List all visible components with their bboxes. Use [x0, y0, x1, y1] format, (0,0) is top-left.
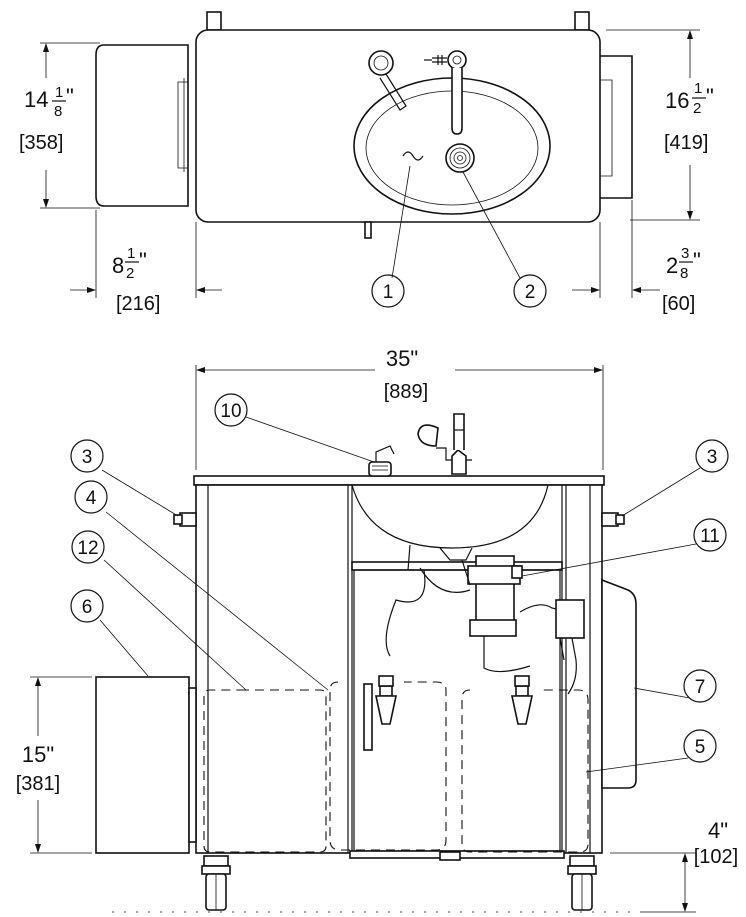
svg-text:3: 3 — [82, 447, 93, 468]
clearance-mm: [102] — [694, 846, 738, 868]
callout-6: 6 — [70, 589, 104, 623]
svg-text:1: 1 — [383, 282, 394, 303]
svg-text:10: 10 — [220, 401, 241, 422]
depth-mm: [358] — [19, 132, 63, 154]
caster-right — [567, 855, 597, 911]
left-ext-den: 2 — [126, 265, 134, 282]
electrical-box — [555, 599, 585, 639]
svg-text:7: 7 — [695, 677, 706, 698]
callout-3-left: 3 — [70, 439, 104, 473]
clearance: 4" — [708, 818, 728, 843]
waste-bin — [95, 676, 190, 854]
svg-text:": " — [706, 84, 714, 109]
svg-text:5: 5 — [695, 737, 706, 758]
depth-whole: 14 — [24, 87, 48, 112]
svg-text:2: 2 — [525, 282, 536, 303]
callout-3-right: 3 — [695, 439, 729, 473]
callout-12: 12 — [71, 530, 105, 564]
width-frac-num: 1 — [694, 80, 702, 97]
svg-text:": " — [66, 84, 74, 109]
valve-left — [375, 675, 397, 725]
left-ext-num: 1 — [127, 245, 135, 262]
depth-frac-num: 1 — [55, 84, 63, 101]
callout-2: 2 — [513, 274, 547, 308]
drain-icon — [445, 143, 475, 173]
svg-text:11: 11 — [700, 526, 720, 547]
right-ext-whole: 2 — [666, 253, 678, 278]
depth-frac-den: 8 — [54, 103, 62, 120]
right-ext-den: 8 — [680, 265, 688, 282]
front-soap-dispenser — [368, 445, 395, 477]
callout-10: 10 — [214, 393, 248, 427]
callout-4: 4 — [74, 480, 108, 514]
left-ext-mm: [216] — [116, 293, 160, 315]
top-left-bin — [95, 44, 189, 207]
front-faucet — [417, 413, 472, 475]
door-handle — [363, 683, 373, 751]
left-ext-whole: 8 — [112, 253, 124, 278]
front-view: 35" [889] — [16, 346, 738, 913]
top-view: 14 1 8 " [358] 16 1 2 " [419] 8 1 2 " [2… — [19, 11, 714, 315]
overall-width-mm: [889] — [384, 381, 428, 403]
bin-height-mm: [381] — [16, 773, 60, 795]
svg-text:": " — [139, 248, 147, 273]
water-pump — [385, 544, 561, 673]
svg-text:4: 4 — [86, 488, 97, 509]
faucet-icon — [424, 50, 467, 135]
towel-dispenser — [601, 578, 637, 789]
valve-right — [511, 675, 533, 725]
right-ext-mm: [60] — [662, 293, 695, 315]
width-whole: 16 — [665, 88, 689, 113]
callout-5: 5 — [683, 729, 717, 763]
callout-7: 7 — [683, 669, 717, 703]
width-frac-den: 2 — [693, 100, 701, 117]
svg-text:6: 6 — [82, 597, 93, 618]
right-ext-num: 3 — [681, 245, 689, 262]
width-mm: [419] — [664, 132, 708, 154]
svg-text:3: 3 — [707, 447, 718, 468]
callout-1: 1 — [371, 274, 405, 308]
svg-text:12: 12 — [77, 538, 98, 559]
top-right-box — [597, 55, 633, 199]
callout-11: 11 — [693, 518, 727, 552]
caster-left — [201, 855, 231, 911]
soap-dispenser-icon — [368, 50, 407, 111]
overall-width: 35" — [386, 346, 418, 371]
svg-text:": " — [693, 248, 701, 273]
bin-height: 15" — [22, 742, 54, 767]
